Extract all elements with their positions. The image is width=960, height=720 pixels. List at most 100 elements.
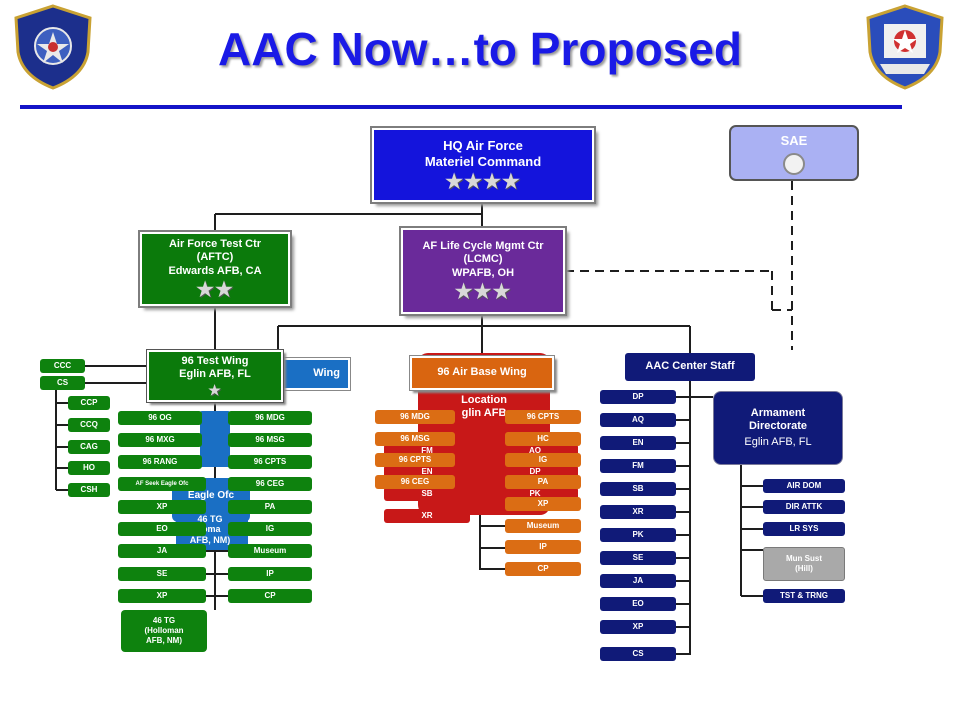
hq-line1: HQ Air Force xyxy=(443,138,523,154)
test-wing-left-item[interactable]: EO xyxy=(118,522,206,536)
test-wing-left-item[interactable]: 96 RANG xyxy=(118,455,202,469)
page-title: AAC Now…to Proposed xyxy=(218,23,742,75)
left-staff-item[interactable]: CCP xyxy=(68,396,110,410)
armament-line1: Armament xyxy=(750,406,806,419)
test-wing-box[interactable]: 96 Test Wing Eglin AFB, FL ★ xyxy=(146,349,284,403)
aftc-line1: Air Force Test Ctr xyxy=(168,238,262,251)
center-staff-item[interactable]: XR xyxy=(600,505,676,519)
test-wing-right-item[interactable]: 96 CPTS xyxy=(228,455,312,469)
test-wing-right-item[interactable]: IP xyxy=(228,567,312,581)
test-wing-right-item[interactable]: 96 MDG xyxy=(228,411,312,425)
abw-right-item[interactable]: HC xyxy=(505,432,581,446)
wing-blue-label: Wing xyxy=(313,367,340,380)
test-wing-left-item[interactable]: 96 OG xyxy=(118,411,202,425)
hq-afmc-box[interactable]: HQ Air Force Materiel Command ★★★★ xyxy=(370,126,596,204)
center-staff-item[interactable]: JA xyxy=(600,574,676,588)
abw-right-item[interactable]: Museum xyxy=(505,519,581,533)
abw-right-item[interactable]: IG xyxy=(505,453,581,467)
abw-right-item[interactable]: XP xyxy=(505,497,581,511)
test-wing-right-item[interactable]: Museum xyxy=(228,544,312,558)
hidden-seek-eagle-text: Eagle Ofc xyxy=(187,490,235,501)
test-wing-right-item[interactable]: CP xyxy=(228,589,312,603)
aac-shield-emblem xyxy=(866,4,944,90)
mun-sust-box[interactable]: Mun Sust (Hill) xyxy=(763,547,845,581)
aftc-box[interactable]: Air Force Test Ctr (AFTC) Edwards AFB, C… xyxy=(138,230,292,308)
four-star-icon: ★★★★ xyxy=(445,170,521,193)
ccc-item[interactable]: CCC xyxy=(40,359,85,373)
center-staff-item[interactable]: XP xyxy=(600,620,676,634)
abw-backdrop-line1: Location xyxy=(461,394,507,406)
center-staff-box[interactable]: AAC Center Staff xyxy=(625,353,755,381)
abw-right-item[interactable]: PA xyxy=(505,475,581,489)
test-wing-left-item[interactable]: XP xyxy=(118,589,206,603)
abw-left-item[interactable]: 96 CEG xyxy=(375,475,455,489)
abw-right-item[interactable]: 96 CPTS xyxy=(505,410,581,424)
sae-label: SAE xyxy=(780,133,808,148)
three-star-icon: ★★★ xyxy=(454,280,512,303)
test-wing-right-item[interactable]: PA xyxy=(228,500,312,514)
cs-item[interactable]: CS xyxy=(40,376,85,390)
center-staff-label: AAC Center Staff xyxy=(645,360,735,373)
test-wing-left-item[interactable]: JA xyxy=(118,544,206,558)
46-tg-line3: AFB, NM) xyxy=(146,636,182,645)
title-underline xyxy=(20,105,902,109)
test-wing-line2: Eglin AFB, FL xyxy=(179,368,251,380)
test-wing-right-item[interactable]: IG xyxy=(228,522,312,536)
armament-item[interactable]: TST & TRNG xyxy=(763,589,845,603)
center-staff-item[interactable]: AQ xyxy=(600,413,676,427)
left-staff-item[interactable]: CAG xyxy=(68,440,110,454)
mun-sust-line1: Mun Sust xyxy=(786,554,822,564)
armament-line3: Eglin AFB, FL xyxy=(744,436,812,449)
air-base-wing-box[interactable]: 96 Air Base Wing xyxy=(409,355,555,391)
left-staff-item[interactable]: CSH xyxy=(68,483,110,497)
sae-seal-icon xyxy=(783,152,805,175)
two-star-icon: ★★ xyxy=(196,278,234,301)
center-staff-item[interactable]: SE xyxy=(600,551,676,565)
armament-item[interactable]: AIR DOM xyxy=(763,479,845,493)
center-staff-item[interactable]: FM xyxy=(600,459,676,473)
test-wing-line1: 96 Test Wing xyxy=(181,354,249,367)
test-wing-right-item[interactable]: 96 CEG xyxy=(228,477,312,491)
armament-item[interactable]: LR SYS xyxy=(763,522,845,536)
abw-backdrop-text: Location glin AFB xyxy=(418,394,550,420)
lcmc-line1: AF Life Cycle Mgmt Ctr xyxy=(422,240,544,253)
abw-red-left-item[interactable]: XR xyxy=(384,509,470,523)
mun-sust-line2: (Hill) xyxy=(795,564,813,573)
lcmc-box[interactable]: AF Life Cycle Mgmt Ctr (LCMC) WPAFB, OH … xyxy=(399,226,567,316)
test-wing-left-item[interactable]: XP xyxy=(118,500,206,514)
center-staff-item[interactable]: PK xyxy=(600,528,676,542)
aftc-line2: (AFTC) xyxy=(196,251,234,264)
abw-right-item[interactable]: CP xyxy=(505,562,581,576)
afmc-shield-emblem xyxy=(14,4,92,90)
left-staff-item[interactable]: HO xyxy=(68,461,110,475)
center-staff-item[interactable]: EN xyxy=(600,436,676,450)
lcmc-line2: (LCMC) xyxy=(463,253,503,266)
hq-line2: Materiel Command xyxy=(424,154,542,169)
abw-left-item[interactable]: 96 MDG xyxy=(375,410,455,424)
center-staff-item[interactable]: EO xyxy=(600,597,676,611)
aftc-line3: Edwards AFB, CA xyxy=(168,264,262,277)
hidden-blue-column xyxy=(200,411,230,467)
sae-box[interactable]: SAE xyxy=(729,125,859,181)
test-wing-right-item[interactable]: 96 MSG xyxy=(228,433,312,447)
left-staff-item[interactable]: CCQ xyxy=(68,418,110,432)
abw-backdrop-line2: glin AFB xyxy=(461,407,507,420)
46-tg-box[interactable]: 46 TG (Holloman AFB, NM) xyxy=(121,610,207,652)
center-staff-item[interactable]: DP xyxy=(600,390,676,404)
hidden-46tg-line3: AFB, NM) xyxy=(189,534,231,545)
center-staff-item[interactable]: SB xyxy=(600,482,676,496)
abw-right-item[interactable]: IP xyxy=(505,540,581,554)
armament-line2: Directorate xyxy=(748,419,808,432)
test-wing-left-item[interactable]: SE xyxy=(118,567,206,581)
test-wing-left-item[interactable]: AF Seek Eagle Ofc xyxy=(118,477,206,491)
46-tg-line2: (Holloman xyxy=(144,626,184,635)
one-star-icon: ★ xyxy=(208,382,222,399)
abw-left-item[interactable]: 96 MSG xyxy=(375,432,455,446)
armament-item[interactable]: DIR ATTK xyxy=(763,500,845,514)
center-staff-item[interactable]: CS xyxy=(600,647,676,661)
test-wing-left-item[interactable]: 96 MXG xyxy=(118,433,202,447)
abw-red-left-item[interactable]: SB xyxy=(384,487,470,501)
armament-directorate-box[interactable]: Armament Directorate Eglin AFB, FL xyxy=(713,391,843,465)
lcmc-line3: WPAFB, OH xyxy=(451,266,515,279)
abw-left-item[interactable]: 96 CPTS xyxy=(375,453,455,467)
